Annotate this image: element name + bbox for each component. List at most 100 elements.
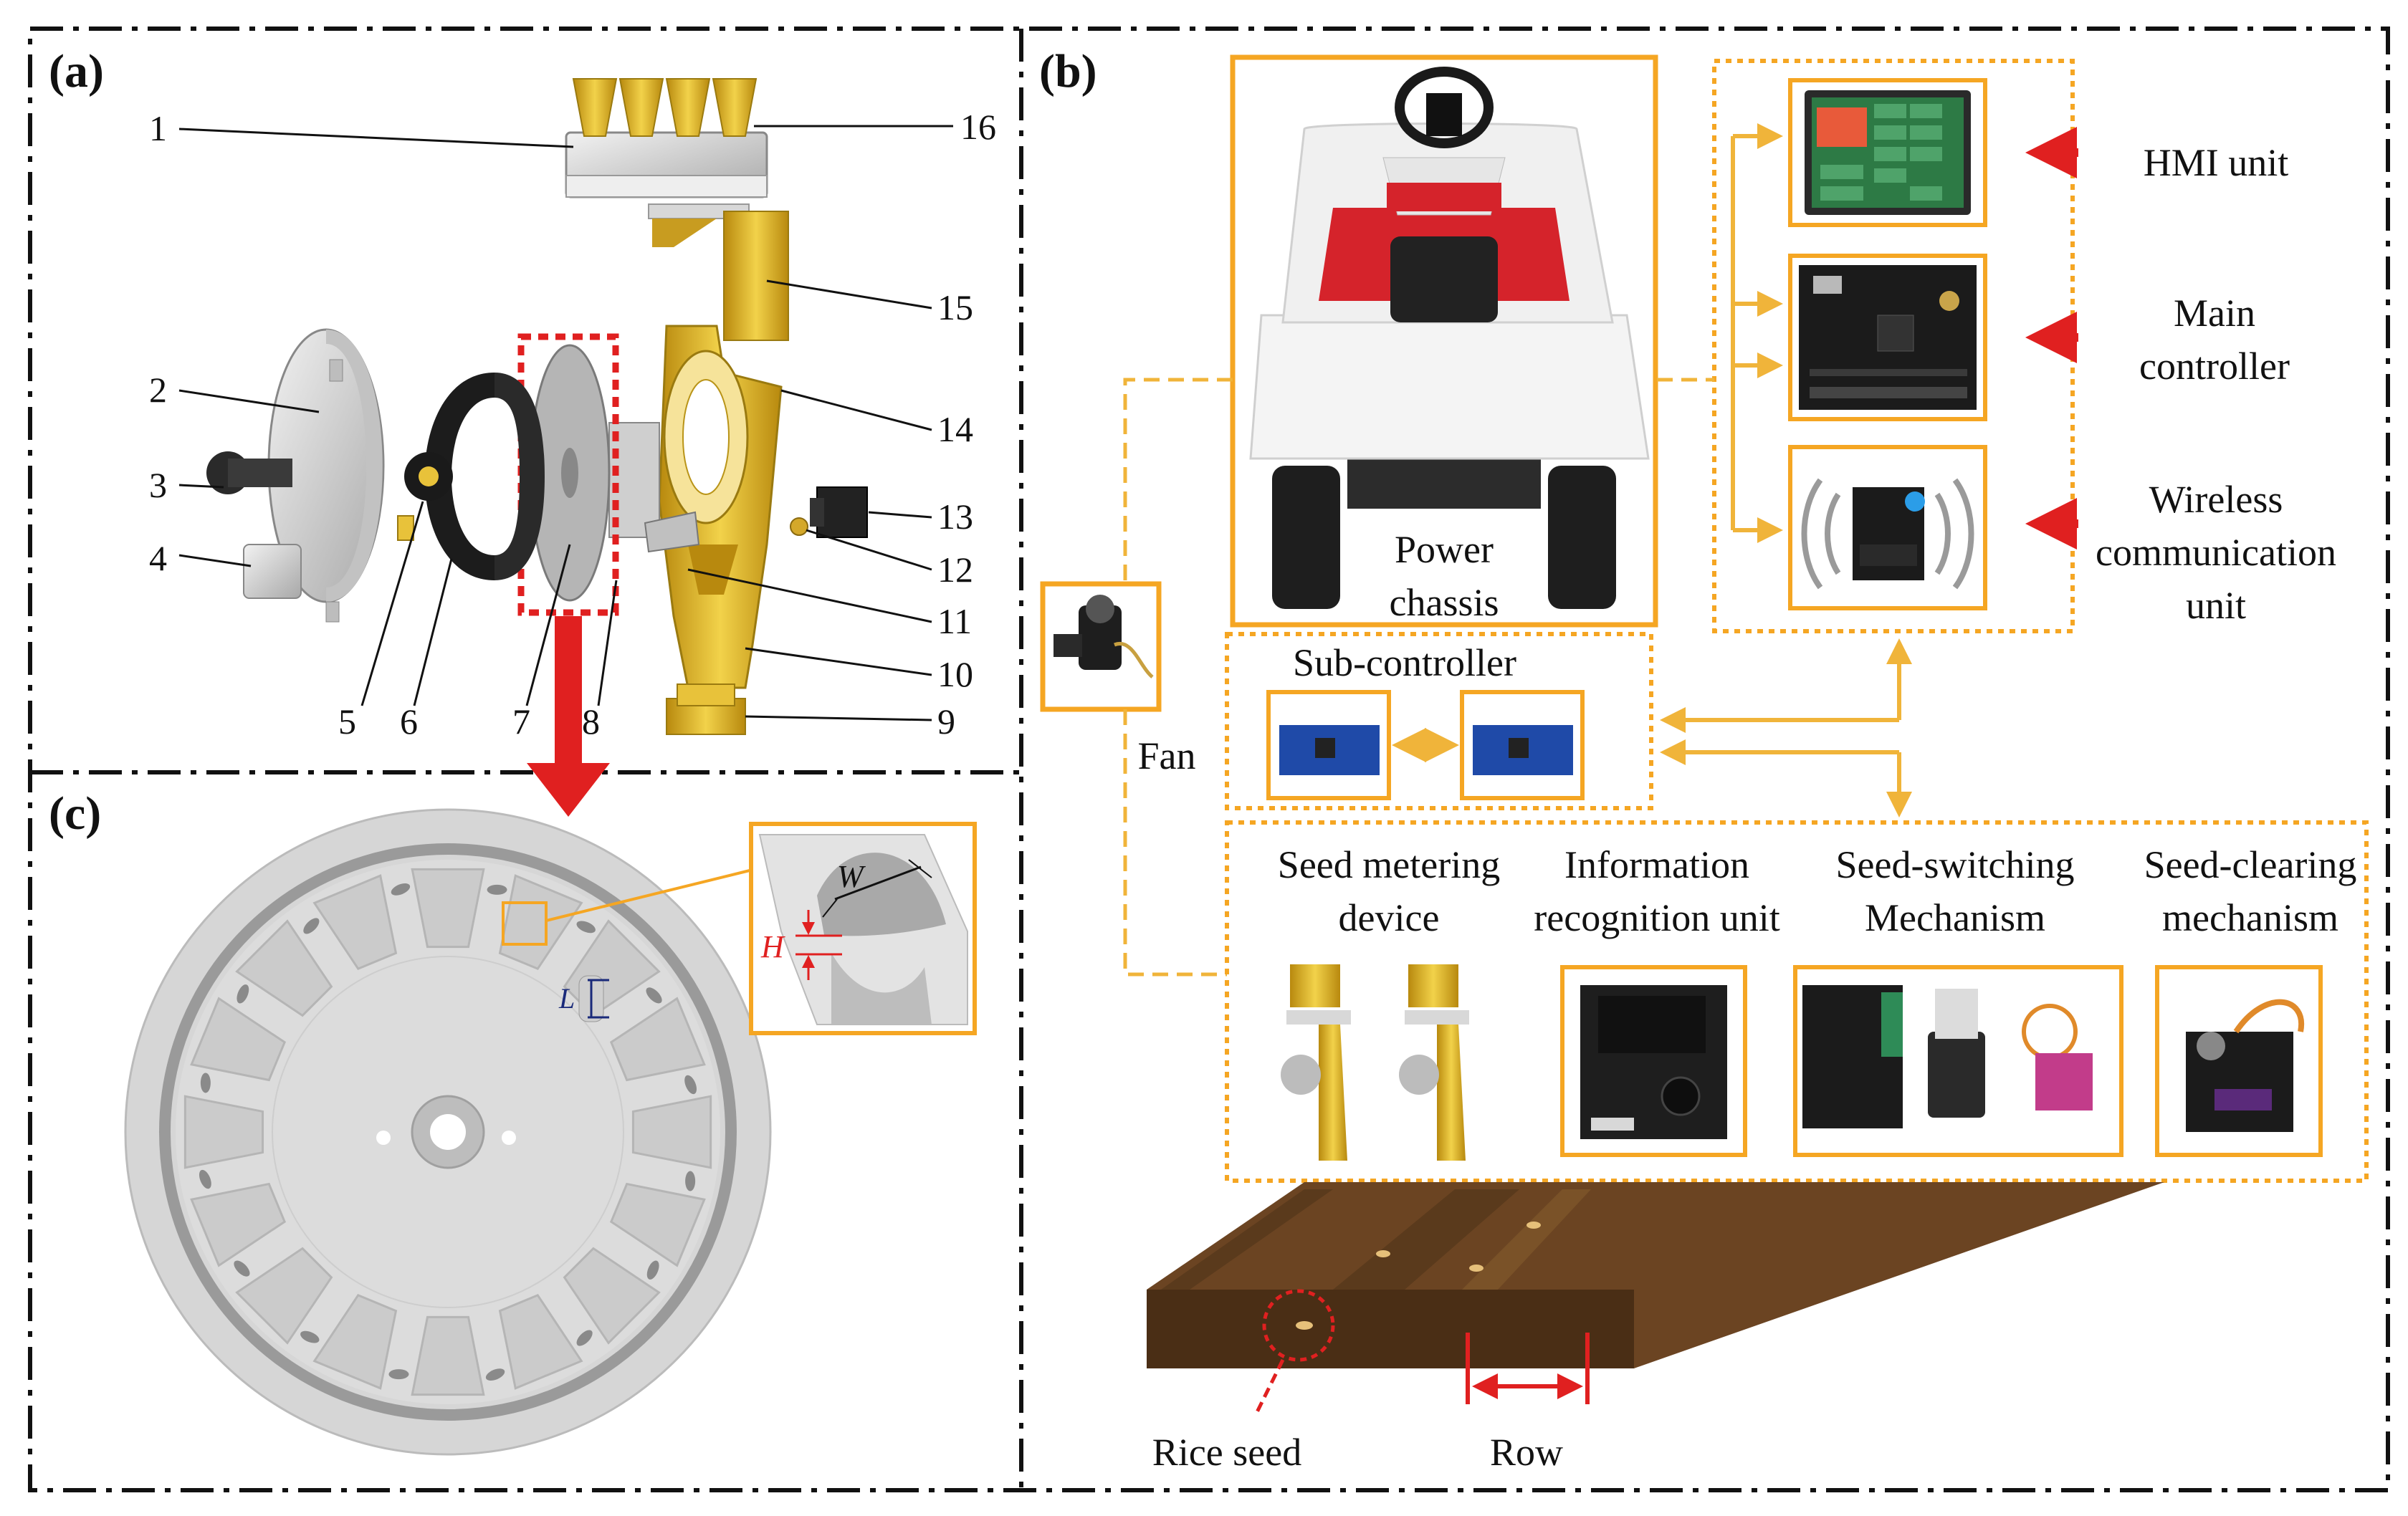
row-label: Row xyxy=(1489,1431,1564,1474)
seed-pocket xyxy=(498,1293,583,1390)
zoom-source-box xyxy=(502,901,548,946)
sub-controller-box xyxy=(1225,632,1653,810)
panel-c-label: (c) xyxy=(49,787,102,840)
part-number-2: 2 xyxy=(149,370,167,410)
l-dimension xyxy=(578,975,609,1022)
panel-a-illustration xyxy=(178,78,953,817)
suction-hole xyxy=(684,1075,697,1095)
back-cover xyxy=(206,328,385,623)
highlight-arrow xyxy=(527,616,610,817)
hmi-unit-label: HMI unit xyxy=(2143,141,2289,184)
fan-box xyxy=(1040,581,1162,712)
seed-pocket xyxy=(235,1247,333,1345)
seed-pocket xyxy=(609,997,706,1082)
part-number-15: 15 xyxy=(937,287,973,327)
suction-hole xyxy=(487,884,507,895)
info-recognition-label-line1: Information xyxy=(1564,843,1749,886)
dimension-l: L xyxy=(559,982,575,1014)
info-recognition-label-line2: recognition unit xyxy=(1534,896,1780,939)
suction-hole xyxy=(300,1330,320,1343)
part-number-10: 10 xyxy=(937,654,973,694)
suction-hole xyxy=(199,1169,211,1189)
seed-metering-label-line1: Seed metering xyxy=(1277,843,1501,886)
sub-controller-links xyxy=(1660,638,1912,817)
suction-hole xyxy=(236,984,249,1004)
power-chassis-label-line2: chassis xyxy=(1389,581,1499,624)
power-chassis-label: Power chassis xyxy=(1390,523,1499,629)
suction-hole xyxy=(576,921,596,934)
power-chassis-box xyxy=(1230,54,1658,628)
rubber-seal xyxy=(424,373,545,580)
pocket-detail xyxy=(758,834,968,1025)
seed-metering-images xyxy=(1281,964,1469,1161)
suction-hole xyxy=(576,1330,593,1346)
fan-label: Fan xyxy=(1137,734,1196,777)
hmi-unit-box xyxy=(1788,78,1987,227)
seed-switching-label: Seed-switching Mechanism xyxy=(1836,838,2075,944)
small-servo xyxy=(790,486,868,538)
info-recognition-label: Information recognition unit xyxy=(1534,838,1779,944)
suction-hole xyxy=(388,1369,409,1380)
seed-clearing-box xyxy=(2155,965,2323,1157)
suction-hole xyxy=(391,883,411,896)
seed-switching-box xyxy=(1793,965,2123,1157)
part-number-4: 4 xyxy=(149,538,167,578)
main-controller-label: Main controller xyxy=(2139,287,2290,393)
seed-pocket xyxy=(411,1315,485,1396)
seed-clearing-label-line1: Seed-clearing xyxy=(2144,843,2357,886)
dimension-w: W xyxy=(837,859,864,894)
suction-hole xyxy=(234,1260,250,1277)
seed-pockets xyxy=(183,868,712,1396)
fan-links xyxy=(1123,378,1233,977)
panel-a-label: (a) xyxy=(49,45,104,97)
power-chassis-label-line1: Power xyxy=(1395,528,1494,571)
soil-section xyxy=(1147,1182,2164,1416)
wireless-unit-label-line1: Wireless xyxy=(2149,478,2283,521)
metering-housing xyxy=(658,325,783,735)
seed-clearing-label-line2: mechanism xyxy=(2162,896,2338,939)
suction-hole xyxy=(646,1260,659,1280)
guide-tube xyxy=(648,203,789,341)
wireless-unit-label: Wireless communication unit xyxy=(2096,473,2336,632)
wireless-unit-label-line3: unit xyxy=(2185,584,2247,627)
seed-pocket xyxy=(183,1095,264,1169)
seed-pocket xyxy=(609,1182,706,1267)
panel-c-illustration xyxy=(124,808,977,1456)
drive-gear xyxy=(397,452,453,541)
seed-pocket xyxy=(190,1182,287,1267)
part-number-13: 13 xyxy=(937,496,973,537)
seed-pocket xyxy=(235,919,333,1017)
part-number-5: 5 xyxy=(338,701,356,742)
control-bus xyxy=(1731,123,1783,543)
suction-hole xyxy=(200,1073,211,1093)
part-number-7: 7 xyxy=(512,701,530,742)
part-number-6: 6 xyxy=(400,701,418,742)
rice-seed-label: Rice seed xyxy=(1152,1431,1302,1474)
actuators-group-box xyxy=(1225,820,2369,1183)
seed-pocket xyxy=(563,1247,661,1345)
seed-pocket xyxy=(312,874,398,971)
suction-hole xyxy=(485,1368,505,1381)
part-number-8: 8 xyxy=(582,701,600,742)
suction-hole xyxy=(685,1171,696,1191)
wireless-unit-box xyxy=(1788,445,1987,610)
seed-clearing-label: Seed-clearing mechanism xyxy=(2144,838,2357,944)
panel-b-label: (b) xyxy=(1039,45,1097,97)
seed-metering-label-line2: device xyxy=(1338,896,1440,939)
main-controller-box xyxy=(1788,254,1987,421)
seed-pocket xyxy=(631,1095,712,1169)
suction-hole xyxy=(303,918,320,934)
part-number-11: 11 xyxy=(937,601,973,641)
suction-hole xyxy=(646,987,662,1004)
part-number-1: 1 xyxy=(149,108,167,148)
unit-pointer-arrows xyxy=(2025,127,2078,550)
part-number-14: 14 xyxy=(937,409,973,449)
part-number-9: 9 xyxy=(937,701,955,742)
zoom-connector xyxy=(545,869,750,922)
seed-pocket xyxy=(411,868,485,949)
sub-controller-label: Sub-controller xyxy=(1293,641,1516,684)
info-recognition-box xyxy=(1560,965,1747,1157)
part-leader-lines xyxy=(178,125,953,721)
seed-scraper xyxy=(644,511,700,553)
